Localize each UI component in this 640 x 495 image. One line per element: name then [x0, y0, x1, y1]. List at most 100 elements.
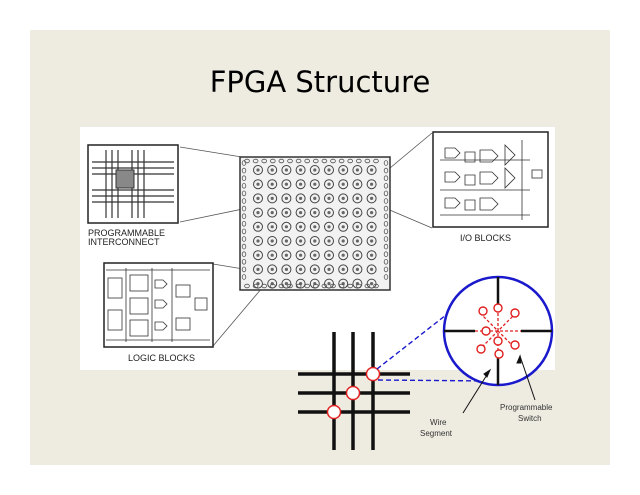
logic-cell-core	[284, 168, 288, 172]
logic-cell	[281, 179, 292, 190]
logic-cell	[295, 179, 306, 190]
zoom-lines	[376, 314, 494, 382]
logic-cell	[281, 250, 292, 261]
logic-cell	[309, 207, 320, 218]
io-pad	[312, 158, 319, 164]
wire-segment-label-line2: Segment	[420, 429, 453, 438]
io-pad	[321, 158, 328, 164]
io-pad	[244, 283, 250, 289]
logic-cell	[267, 207, 278, 218]
logic-cell	[309, 264, 320, 275]
io-pad	[241, 266, 247, 273]
logic-cell	[338, 207, 349, 218]
logic-cell-core	[270, 239, 274, 243]
logic-cell	[352, 207, 363, 218]
logic-cell-core	[341, 225, 345, 229]
logic-cell-core	[327, 225, 331, 229]
io-pad	[241, 190, 247, 197]
io-pad	[287, 283, 293, 289]
io-pad	[269, 283, 276, 289]
logic-cell-core	[284, 253, 288, 257]
io-pad	[252, 283, 259, 289]
logic-cell	[295, 278, 306, 289]
logic-cell-core	[256, 211, 260, 215]
switch-point-2	[345, 385, 361, 401]
logic-cell	[324, 250, 334, 261]
logic-cell	[309, 179, 320, 190]
logic-cell	[267, 165, 278, 175]
io-pad	[278, 158, 285, 164]
logic-cell	[338, 264, 349, 275]
logic-cell-core	[299, 196, 303, 200]
logic-cell	[281, 207, 292, 218]
logic-cell	[338, 236, 349, 246]
logic-cell	[267, 179, 278, 190]
logic-cell-core	[370, 267, 374, 271]
logic-cell-core	[341, 253, 345, 257]
logic-cell	[352, 165, 363, 175]
interconnect-label-line2: INTERCONNECT	[88, 237, 160, 247]
logic-cell-core	[284, 282, 288, 286]
logic-cell-core	[327, 211, 331, 215]
io-pad	[241, 213, 247, 220]
logic-cell	[281, 193, 292, 204]
logic-cell	[267, 236, 278, 246]
logic-cell	[295, 236, 306, 246]
logic-cell-core	[355, 196, 359, 200]
io-pad	[330, 158, 336, 164]
logic-cell-core	[355, 253, 359, 257]
logic-cell-core	[313, 182, 317, 186]
logic-cell-core	[270, 182, 274, 186]
logic-cell	[338, 221, 349, 232]
io-pad	[241, 251, 247, 258]
logic-cell	[366, 165, 377, 175]
logic-cell	[295, 250, 306, 261]
logic-cell-core	[313, 168, 317, 172]
switch-point-1	[365, 366, 381, 382]
logic-cell	[366, 264, 377, 275]
logic-cell	[253, 236, 263, 246]
logic-cell	[253, 221, 263, 232]
io-pad	[383, 175, 389, 182]
logic-cell	[309, 221, 320, 232]
io-pad	[364, 158, 371, 164]
logic-cell	[267, 250, 278, 261]
io-pad	[383, 205, 389, 212]
logic-cell-core	[313, 267, 317, 271]
logic-cell	[267, 221, 278, 232]
logic-cell-core	[355, 239, 359, 243]
logic-cell-core	[327, 239, 331, 243]
logic-cell	[295, 207, 306, 218]
io-pad	[241, 160, 247, 166]
io-pad	[269, 158, 276, 164]
io-pad	[383, 190, 389, 197]
logic-cell-core	[299, 267, 303, 271]
logic-cell	[324, 165, 334, 175]
io-pad	[355, 283, 362, 289]
logic-cell-core	[284, 182, 288, 186]
io-pad	[383, 213, 389, 220]
slide-title: FPGA Structure	[209, 65, 431, 99]
logic-cell-core	[313, 253, 317, 257]
io-blocks-callout	[432, 131, 549, 228]
io-pad	[321, 283, 328, 289]
wire-segment-label-line1: Wire	[430, 418, 447, 427]
logic-cell-core	[341, 239, 345, 243]
logic-cell-core	[341, 182, 345, 186]
logic-cell	[324, 179, 334, 190]
logic-cell-core	[284, 211, 288, 215]
logic-cell-core	[313, 225, 317, 229]
logic-cell-core	[299, 239, 303, 243]
logic-cell	[352, 236, 363, 246]
logic-cell	[352, 250, 363, 261]
io-pad	[383, 274, 389, 280]
io-pad	[383, 183, 389, 189]
logic-cell	[366, 221, 377, 232]
io-blocks-label: I/O BLOCKS	[460, 233, 511, 243]
logic-cell-core	[284, 267, 288, 271]
logic-cell-core	[327, 253, 331, 257]
io-pad	[304, 158, 311, 164]
logic-cell-core	[355, 225, 359, 229]
io-pad	[252, 158, 259, 164]
logic-cell	[295, 264, 306, 275]
